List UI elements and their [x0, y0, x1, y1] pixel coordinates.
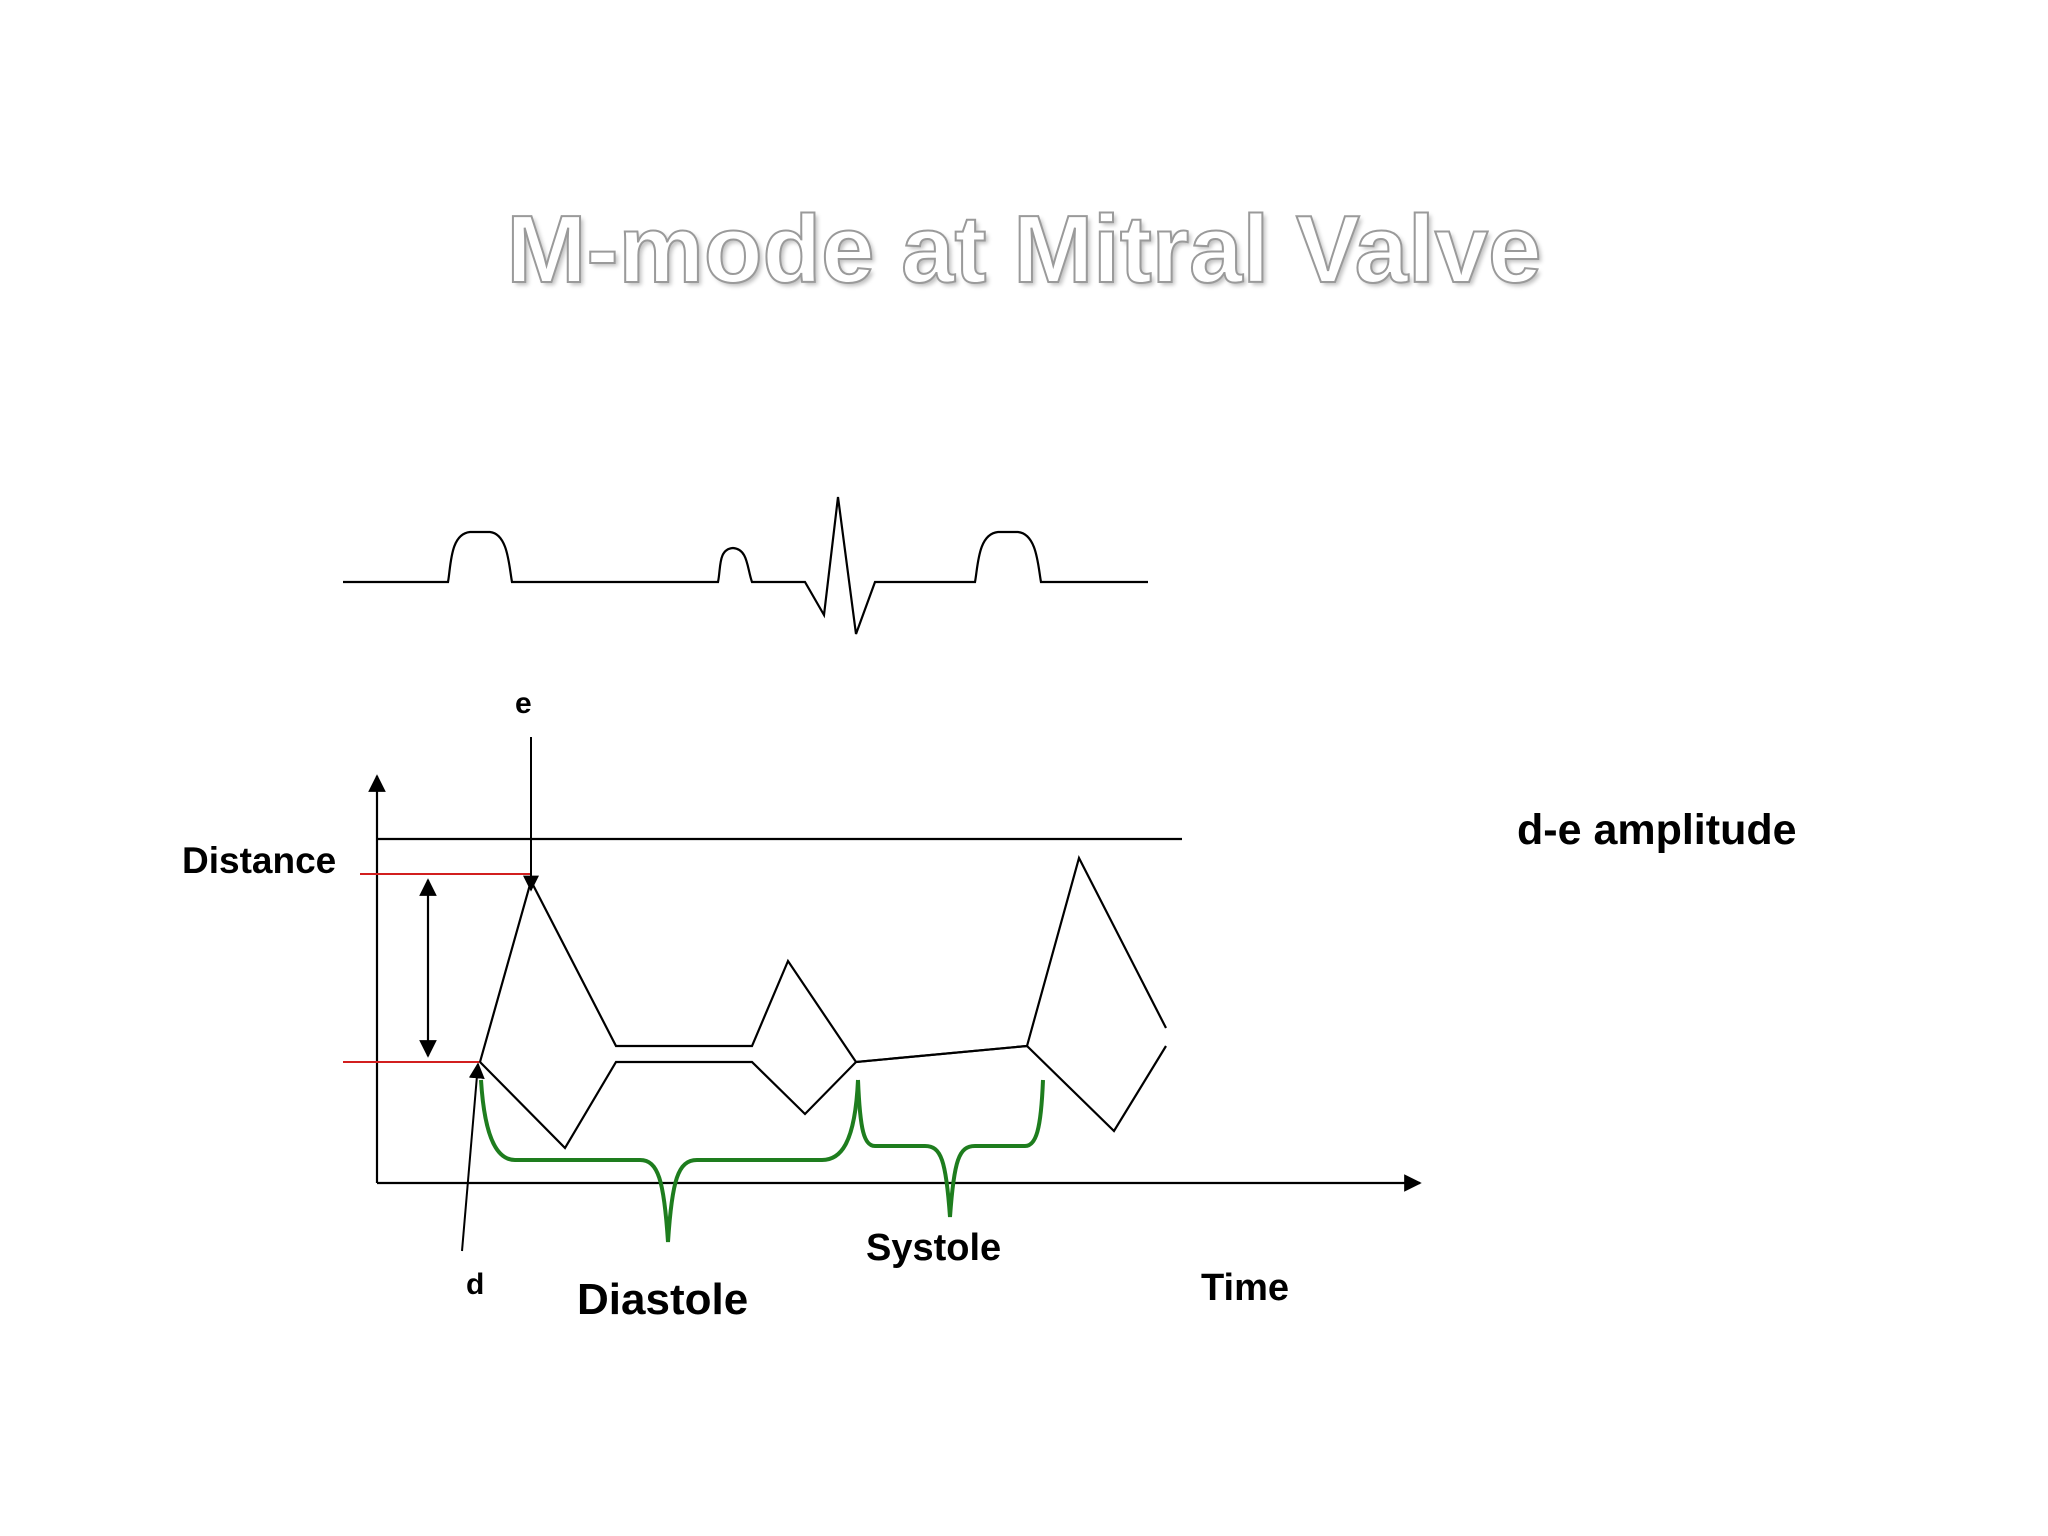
diastole-brace	[479, 1079, 860, 1243]
slide-title: M-mode at Mitral Valve	[506, 195, 1543, 304]
ecg-trace	[343, 496, 1148, 635]
distance-axis-label: Distance	[182, 840, 337, 881]
systole-label: Systole	[866, 1227, 1002, 1269]
posterior-leaflet-trace	[479, 1044, 1167, 1150]
de-amplitude-label: d-e amplitude	[1517, 806, 1797, 854]
d-pointer-arrow	[461, 1062, 485, 1252]
point-e-label: e	[515, 687, 532, 720]
systole-brace	[856, 1079, 1045, 1218]
diastole-label: Diastole	[577, 1275, 749, 1324]
time-axis-label: Time	[1201, 1267, 1290, 1309]
point-d-label: d	[466, 1268, 485, 1301]
anterior-leaflet-trace	[478, 854, 1167, 1064]
